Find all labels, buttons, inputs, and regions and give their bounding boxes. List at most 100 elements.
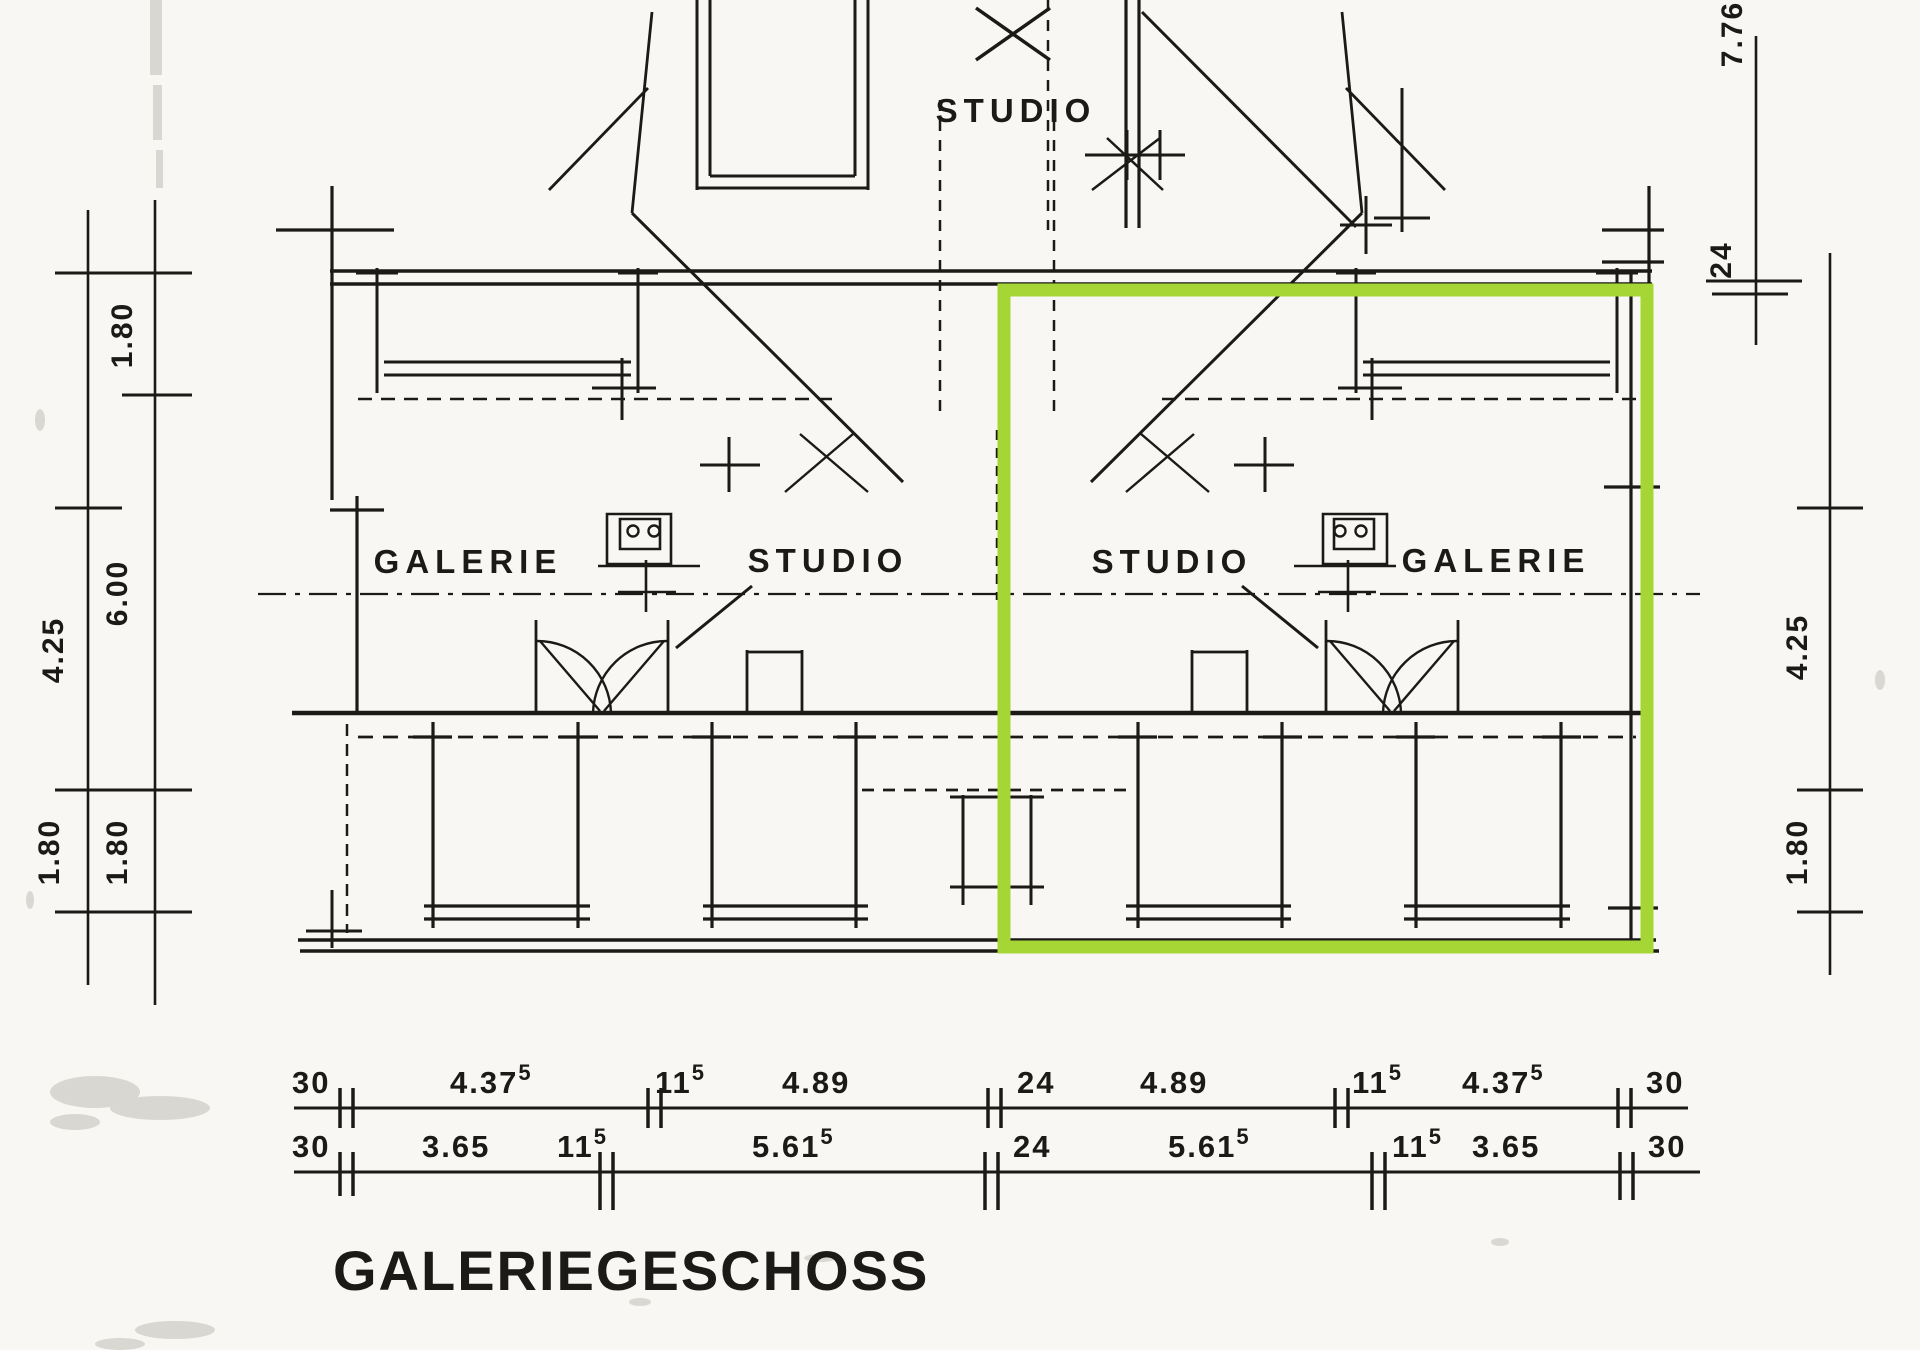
dim-sup: 5 [518, 1060, 532, 1085]
dim-sup: 5 [594, 1124, 608, 1149]
plumbing-fixture [598, 512, 700, 612]
dim-value: 5.61 [1168, 1129, 1236, 1164]
room-label-studio-top: STUDIO [936, 92, 1097, 129]
dim-left-inner-middle: 6.00 [101, 560, 134, 626]
dormer-b [692, 722, 876, 928]
noise-blob [50, 1076, 140, 1108]
dim-row1-seg1: 4.375 [450, 1060, 533, 1100]
noise-blob [629, 1298, 651, 1306]
dim-value: 30 [292, 1065, 330, 1100]
dim-row2-seg0: 30 [292, 1129, 330, 1164]
dim-sup: 5 [1429, 1124, 1443, 1149]
survey-cross-ticks [592, 358, 760, 492]
dim-value: 4.89 [1140, 1065, 1208, 1100]
left-bottom-cross [306, 890, 362, 948]
dim-right-middle: 4.25 [1781, 614, 1814, 680]
dim-row2-seg2: 115 [557, 1124, 608, 1164]
noise-streak [150, 0, 162, 75]
upper-center-ticks [1085, 130, 1185, 180]
upper-right-roof-diagonal [1140, 10, 1358, 229]
roof-diagonal [630, 211, 905, 484]
noise-streak [156, 150, 163, 188]
dim-sup: 5 [1236, 1124, 1250, 1149]
dim-right-wall-total: 7.76 [1716, 1, 1749, 67]
noise-streak [153, 85, 162, 140]
dim-left-inner-top: 1.80 [106, 302, 139, 368]
fixture-knob [626, 524, 640, 538]
dim-row2-seg5: 5.615 [1168, 1124, 1251, 1164]
dim-left-outer-middle: 4.25 [37, 617, 70, 683]
dim-value: 30 [1646, 1065, 1684, 1100]
dim-row2-seg4: 24 [1013, 1129, 1051, 1164]
room-label-galerie-right: GALERIE [1402, 542, 1591, 579]
dim-lines-left [86, 200, 157, 1005]
room-label-studio-left: STUDIO [748, 542, 909, 579]
dim-row2-seg6: 115 [1392, 1124, 1443, 1164]
dim-sup: 5 [692, 1060, 706, 1085]
dim-left-inner-bottom: 1.80 [101, 819, 134, 885]
dim-ticks-left [55, 271, 192, 914]
dim-value: 24 [1013, 1129, 1051, 1164]
upper-x-mark [974, 6, 1052, 62]
dim-ticks-right-wall [1706, 279, 1802, 296]
dim-sup: 5 [1389, 1060, 1403, 1085]
dim-right-wall-thickness: 24 [1705, 241, 1738, 278]
dim-value: 3.65 [422, 1129, 490, 1164]
upper-right-wall [1124, 0, 1141, 228]
noise-blob [95, 1338, 145, 1350]
noise-blob [26, 891, 34, 909]
plan-text: STUDIO GALERIE STUDIO STUDIO GALERIE 1.8… [33, 1, 1814, 1302]
left-outer-wall [276, 186, 394, 713]
chimney-rect [745, 650, 804, 712]
noise-blob [1875, 670, 1885, 690]
dim-sup: 5 [1530, 1060, 1544, 1085]
roof-stem [547, 11, 654, 214]
highlight-rectangle [997, 283, 1654, 954]
noise-blob [50, 1114, 100, 1130]
dim-sup: 5 [820, 1124, 834, 1149]
dim-value: 30 [292, 1129, 330, 1164]
dim-left-outer-bottom: 1.80 [33, 819, 66, 885]
room-label-studio-right: STUDIO [1092, 543, 1253, 580]
door-swing-arcs [536, 639, 668, 714]
dim-value: 11 [1392, 1129, 1429, 1164]
dim-value: 3.65 [1472, 1129, 1540, 1164]
dim-row1-seg4: 24 [1017, 1065, 1055, 1100]
upper-room-walls [695, 0, 870, 190]
dim-value: 11 [557, 1129, 594, 1164]
dim-row2-seg3: 5.615 [752, 1124, 835, 1164]
dim-value: 24 [1017, 1065, 1055, 1100]
door-leaves [539, 640, 665, 712]
dim-value: 4.37 [450, 1065, 518, 1100]
dim-row2-seg1: 3.65 [422, 1129, 490, 1164]
center-divider-rect [950, 795, 1044, 905]
dim-chain-row1-ticks [338, 1088, 1633, 1128]
drawing-title: GALERIEGESCHOSS [333, 1239, 929, 1302]
dim-value: 11 [1352, 1065, 1389, 1100]
scan-noise [26, 0, 1885, 1350]
upper-right-ticks [1340, 88, 1430, 254]
dim-chain-row2-ticks [338, 1152, 1635, 1210]
dim-value: 4.89 [782, 1065, 850, 1100]
noise-blob [135, 1321, 215, 1339]
noise-blob [110, 1096, 210, 1120]
dim-value: 30 [1648, 1129, 1686, 1164]
dim-row1-seg2: 115 [655, 1060, 706, 1100]
room-label-galerie-left: GALERIE [374, 543, 563, 580]
noise-blob [35, 409, 45, 431]
dim-row2-seg7: 3.65 [1472, 1129, 1540, 1164]
noise-blob [804, 1254, 836, 1262]
dim-value: 11 [655, 1065, 692, 1100]
plan-linework [55, 0, 1863, 1210]
dim-row1-seg7: 4.375 [1462, 1060, 1545, 1100]
dim-ticks-right [1797, 506, 1863, 914]
upper-dashed-walls [938, 0, 1056, 420]
dim-row1-seg3: 4.89 [782, 1065, 850, 1100]
dim-row1-seg5: 4.89 [1140, 1065, 1208, 1100]
dim-row1-seg8: 30 [1646, 1065, 1684, 1100]
dim-right-bottom: 1.80 [1781, 819, 1814, 885]
door-jambs [534, 620, 670, 715]
balcony-railing [356, 268, 658, 393]
